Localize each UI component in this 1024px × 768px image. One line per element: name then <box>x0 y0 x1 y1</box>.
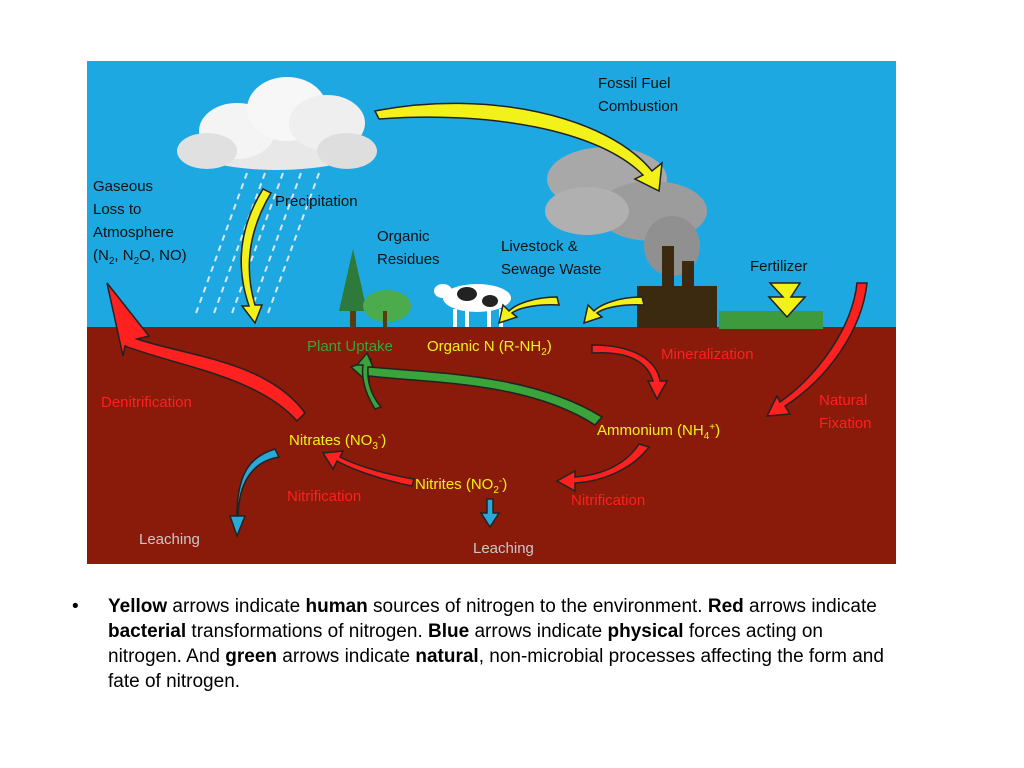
caption-green: green <box>225 646 278 667</box>
caption-part-5: arrows indicate <box>469 621 608 642</box>
nitrification-left-label: Nitrification <box>287 488 361 505</box>
denitrification-arrow <box>106 282 306 423</box>
red-arrows <box>106 282 868 493</box>
caption-bullet: • <box>72 596 79 617</box>
leaching-bottom-label: Leaching <box>473 540 534 557</box>
yellow-arrows <box>240 102 807 325</box>
caption-blue: Blue <box>428 621 470 642</box>
leaching-bottom-arrow <box>479 498 501 529</box>
caption-part-3: arrows indicate <box>743 596 877 617</box>
leaching-left-arrow <box>228 448 281 539</box>
gaseous-loss-label-line3: Atmosphere <box>93 224 174 241</box>
caption-bacterial: bacterial <box>108 621 187 642</box>
rain-cloud <box>177 77 377 317</box>
fertilizer-field <box>719 311 823 329</box>
mineralization-label: Mineralization <box>661 346 754 363</box>
nitrification-right-label: Nitrification <box>571 492 645 509</box>
factory <box>637 246 717 328</box>
fossil-fuel-label-line2: Combustion <box>598 98 678 115</box>
denitrification-label: Denitrification <box>101 394 192 411</box>
caption-yellow: Yellow <box>108 596 168 617</box>
gaseous-loss-label-line1: Gaseous <box>93 178 153 195</box>
plant-uptake-branch <box>355 351 383 410</box>
ammonium-label: Ammonium (NH4+) <box>597 422 720 442</box>
livestock-label-line2: Sewage Waste <box>501 261 601 278</box>
caption-part-6: forces acting on nitrogen. And <box>108 621 823 667</box>
gaseous-loss-label-line2: Loss to <box>93 201 141 218</box>
nitrites-label: Nitrites (NO2-) <box>415 476 507 496</box>
bush <box>363 290 411 329</box>
nitrogen-cycle-diagram: Fossil Fuel Combustion Gaseous Loss to A… <box>87 61 896 564</box>
natural-fixation-arrow <box>765 282 868 417</box>
caption-part-2: sources of nitrogen to the environment. <box>367 596 708 617</box>
mineralization-arrow <box>591 344 669 401</box>
fertilizer-arrow <box>767 282 807 319</box>
nitrification-right-arrow <box>555 443 651 493</box>
blue-arrows <box>228 448 501 539</box>
livestock-arrow-2 <box>582 296 645 325</box>
caption-physical: physical <box>607 621 684 642</box>
organic-residues-label-line1: Organic <box>377 228 430 245</box>
livestock-arrow-1 <box>497 296 560 325</box>
caption-human: human <box>305 596 368 617</box>
fertilizer-label: Fertilizer <box>750 258 808 275</box>
fossil-fuel-label-line1: Fossil Fuel <box>598 75 671 92</box>
leaching-left-label: Leaching <box>139 531 200 548</box>
nitrates-label: Nitrates (NO3-) <box>289 432 386 452</box>
cow <box>434 284 511 327</box>
natural-fixation-label-line1: Natural <box>819 392 867 409</box>
livestock-label-line1: Livestock & <box>501 238 578 255</box>
caption-part-1: arrows indicate <box>167 596 306 617</box>
green-arrows <box>349 351 604 426</box>
plant-uptake-label: Plant Uptake <box>307 338 393 355</box>
caption-part-7: arrows indicate <box>277 646 416 667</box>
precipitation-label: Precipitation <box>275 193 358 210</box>
precipitation-arrow <box>240 188 273 325</box>
nitrification-left-arrow <box>321 450 415 487</box>
organic-residues-label-line2: Residues <box>377 251 440 268</box>
gaseous-loss-label-line4: (N2, N2O, NO) <box>93 247 187 267</box>
caption-part-8: , non-microbial processes affecting the … <box>108 646 884 692</box>
caption-part-4: transformations of nitrogen. <box>186 621 428 642</box>
fossil-fuel-arrow <box>373 102 663 193</box>
natural-fixation-label-line2: Fixation <box>819 415 872 432</box>
caption-text: Yellow arrows indicate human sources of … <box>108 594 892 694</box>
caption-natural: natural <box>415 646 479 667</box>
organic-n-label: Organic N (R-NH2) <box>427 338 552 358</box>
tree <box>339 249 367 328</box>
caption-red: Red <box>707 596 744 617</box>
